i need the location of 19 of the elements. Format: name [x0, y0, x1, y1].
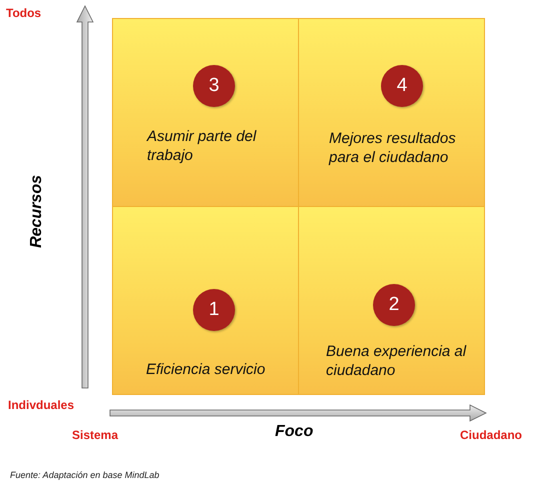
axis-end-label: Todos — [6, 6, 42, 20]
axis-end-label: Ciudadano — [460, 428, 522, 442]
number-circle: 3 — [193, 65, 235, 107]
axis-title: Recursos — [28, 175, 46, 248]
quadrant-panel — [112, 206, 299, 395]
quadrant-panel — [112, 18, 299, 207]
number-circle: 1 — [193, 289, 235, 331]
number-circle: 2 — [373, 284, 415, 326]
quadrant-text: Mejores resultados para el ciudadano — [329, 129, 457, 167]
quadrant-text: Eficiencia servicio — [146, 360, 266, 379]
quadrant-text: Buena experiencia al ciudadano — [326, 342, 468, 380]
quadrant-text: Asumir parte del trabajo — [147, 127, 258, 165]
axis-end-label: Indivduales — [8, 398, 74, 412]
caption: Fuente: Adaptación en base MindLab — [10, 470, 160, 480]
axis-title: Foco — [275, 423, 314, 441]
axis-end-label: Sistema — [72, 428, 118, 442]
quadrant-panel — [298, 18, 485, 207]
number-circle: 4 — [381, 65, 423, 107]
quadrant-panel — [298, 206, 485, 395]
